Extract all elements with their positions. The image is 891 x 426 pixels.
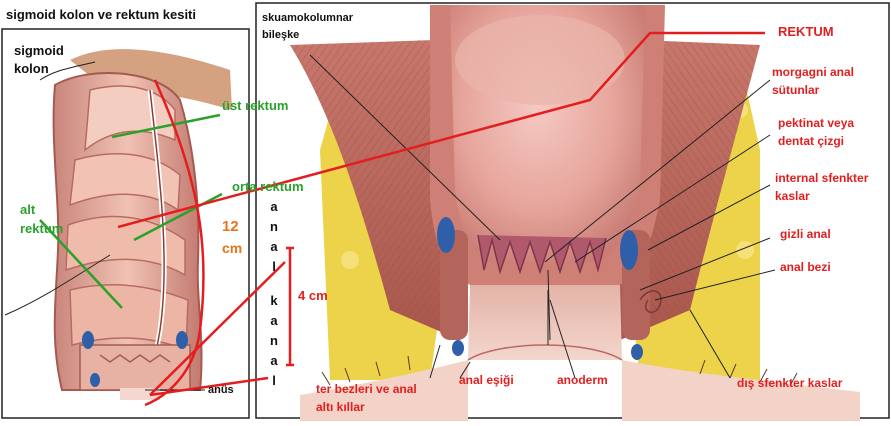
- anal-canal-letter: a: [268, 200, 280, 220]
- lower-rectum-line-2: rektum: [20, 222, 63, 237]
- pectinate-line-2: dentat çizgi: [778, 135, 854, 149]
- anal-canal-letter: a: [268, 354, 280, 374]
- external-sphincter-label: dış sfenkter kaslar: [737, 377, 842, 391]
- sweat-glands-line-2: altı kıllar: [316, 401, 417, 415]
- junction-line-2: bileşke: [262, 29, 353, 42]
- anal-canal-letter: l: [268, 374, 280, 394]
- sweat-glands-label: ter bezleri ve anal altı kıllar: [316, 383, 417, 415]
- page-title: sigmoid kolon ve rektum kesiti: [6, 8, 196, 23]
- middle-rectum-label: orta rektum: [232, 180, 304, 195]
- rectum-label: REKTUM: [778, 25, 834, 40]
- upper-rectum-label: üst rektum: [222, 99, 288, 114]
- internal-sphincter-line-2: kaslar: [775, 190, 868, 204]
- junction-line-1: skuamokolumnar: [262, 12, 353, 25]
- anoderm-label: anoderm: [557, 374, 608, 388]
- anal-gland-label: anal bezi: [780, 261, 831, 275]
- anal-canal-letter: a: [268, 240, 280, 260]
- pectinate-label: pektinat veya dentat çizgi: [778, 117, 854, 149]
- anal-canal-letter: a: [268, 314, 280, 334]
- sweat-glands-line-1: ter bezleri ve anal: [316, 383, 417, 397]
- lower-rectum-line-1: alt: [20, 203, 63, 218]
- anal-canal-letter: n: [268, 220, 280, 240]
- internal-sphincter-line-1: internal sfenkter: [775, 172, 868, 186]
- sigmoid-colon-line-2: kolon: [14, 62, 64, 77]
- anus-label: anüs: [208, 384, 234, 397]
- anal-canal-letter: n: [268, 334, 280, 354]
- hidden-anal-label: gizli anal: [780, 228, 831, 242]
- length-unit: cm: [222, 240, 242, 256]
- internal-sphincter-label: internal sfenkter kaslar: [775, 172, 868, 204]
- morgagni-label: morgagni anal sütunlar: [772, 66, 854, 98]
- lower-rectum-label: alt rektum: [20, 203, 63, 237]
- sigmoid-colon-line-1: sigmoid: [14, 44, 64, 59]
- anal-canal-letter: l: [268, 260, 280, 280]
- morgagni-line-1: morgagni anal: [772, 66, 854, 80]
- morgagni-line-2: sütunlar: [772, 84, 854, 98]
- anal-canal-length: 4 cm: [298, 289, 328, 304]
- squamocolumnar-junction-label: skuamokolumnar bileşke: [262, 12, 353, 41]
- anal-canal-letter: k: [268, 294, 280, 314]
- anal-verge-label: anal eşiği: [459, 374, 514, 388]
- anal-canal-vertical-label: a n a l k a n a l: [268, 200, 280, 394]
- sigmoid-colon-label: sigmoid kolon: [14, 44, 64, 77]
- length-value: 12: [222, 218, 239, 235]
- pectinate-line-1: pektinat veya: [778, 117, 854, 131]
